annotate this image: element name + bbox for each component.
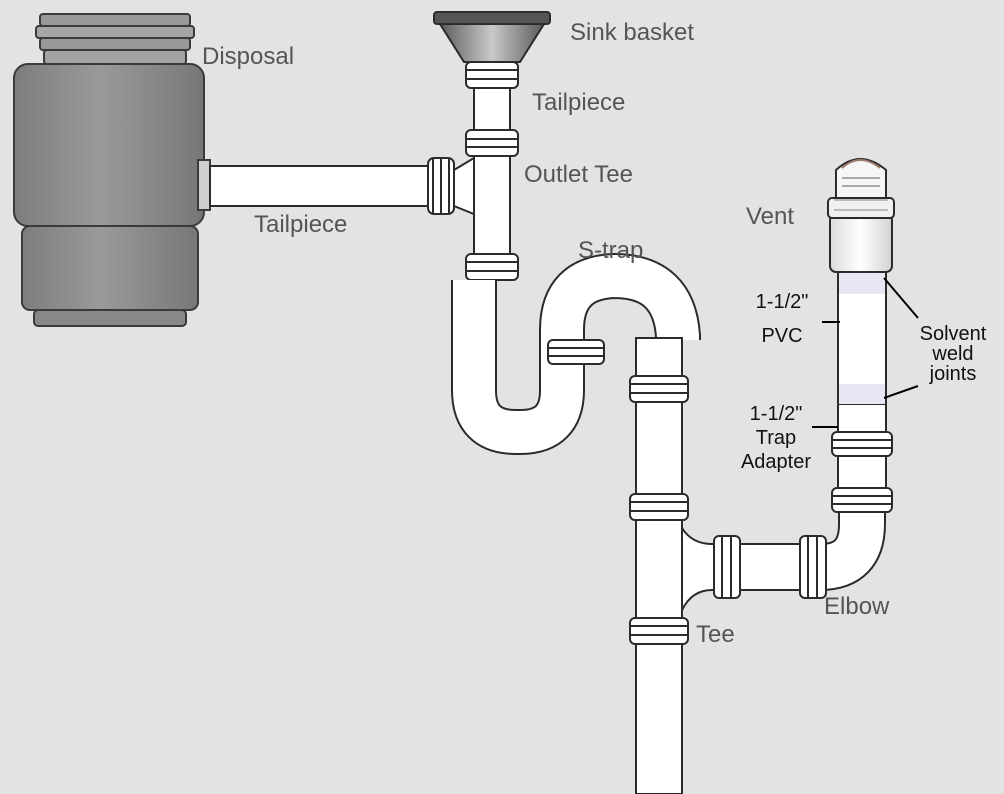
sink-basket <box>433 11 551 63</box>
tee-branch <box>681 524 821 611</box>
pvc-pipe <box>837 267 887 405</box>
label-disposal: Disposal <box>202 43 295 70</box>
drain-pipe <box>629 337 689 794</box>
label-solvent-line2: weld <box>932 343 974 365</box>
label-tee: Tee <box>696 621 735 648</box>
label-trap-adapter-line2: Adapter <box>740 451 812 473</box>
callout-lines <box>812 277 919 428</box>
label-vent: Vent <box>746 203 795 230</box>
label-trap-adapter-line1: Trap <box>755 427 797 449</box>
label-trap-adapter-size: 1-1/2" <box>749 403 803 425</box>
s-trap <box>451 252 701 455</box>
trap-adapter <box>831 401 893 513</box>
label-tailpiece-side: Tailpiece <box>254 211 348 238</box>
label-pvc: PVC <box>761 325 803 347</box>
label-elbow: Elbow <box>824 593 890 620</box>
label-s-trap: S-trap <box>578 237 644 264</box>
label-tailpiece-top: Tailpiece <box>532 89 626 116</box>
label-outlet-tee: Outlet Tee <box>524 161 633 188</box>
label-solvent-line1: Solvent <box>919 323 987 345</box>
disposal-unit <box>13 13 211 327</box>
tailpiece-side-pipe <box>209 157 455 215</box>
s-trap-couplings <box>547 339 605 365</box>
label-sink-basket: Sink basket <box>570 19 695 46</box>
label-pvc-size: 1-1/2" <box>755 291 809 313</box>
tailpiece-top-pipe <box>453 61 519 281</box>
vent <box>827 158 895 273</box>
label-solvent-line3: joints <box>929 363 977 385</box>
elbow <box>799 500 886 599</box>
